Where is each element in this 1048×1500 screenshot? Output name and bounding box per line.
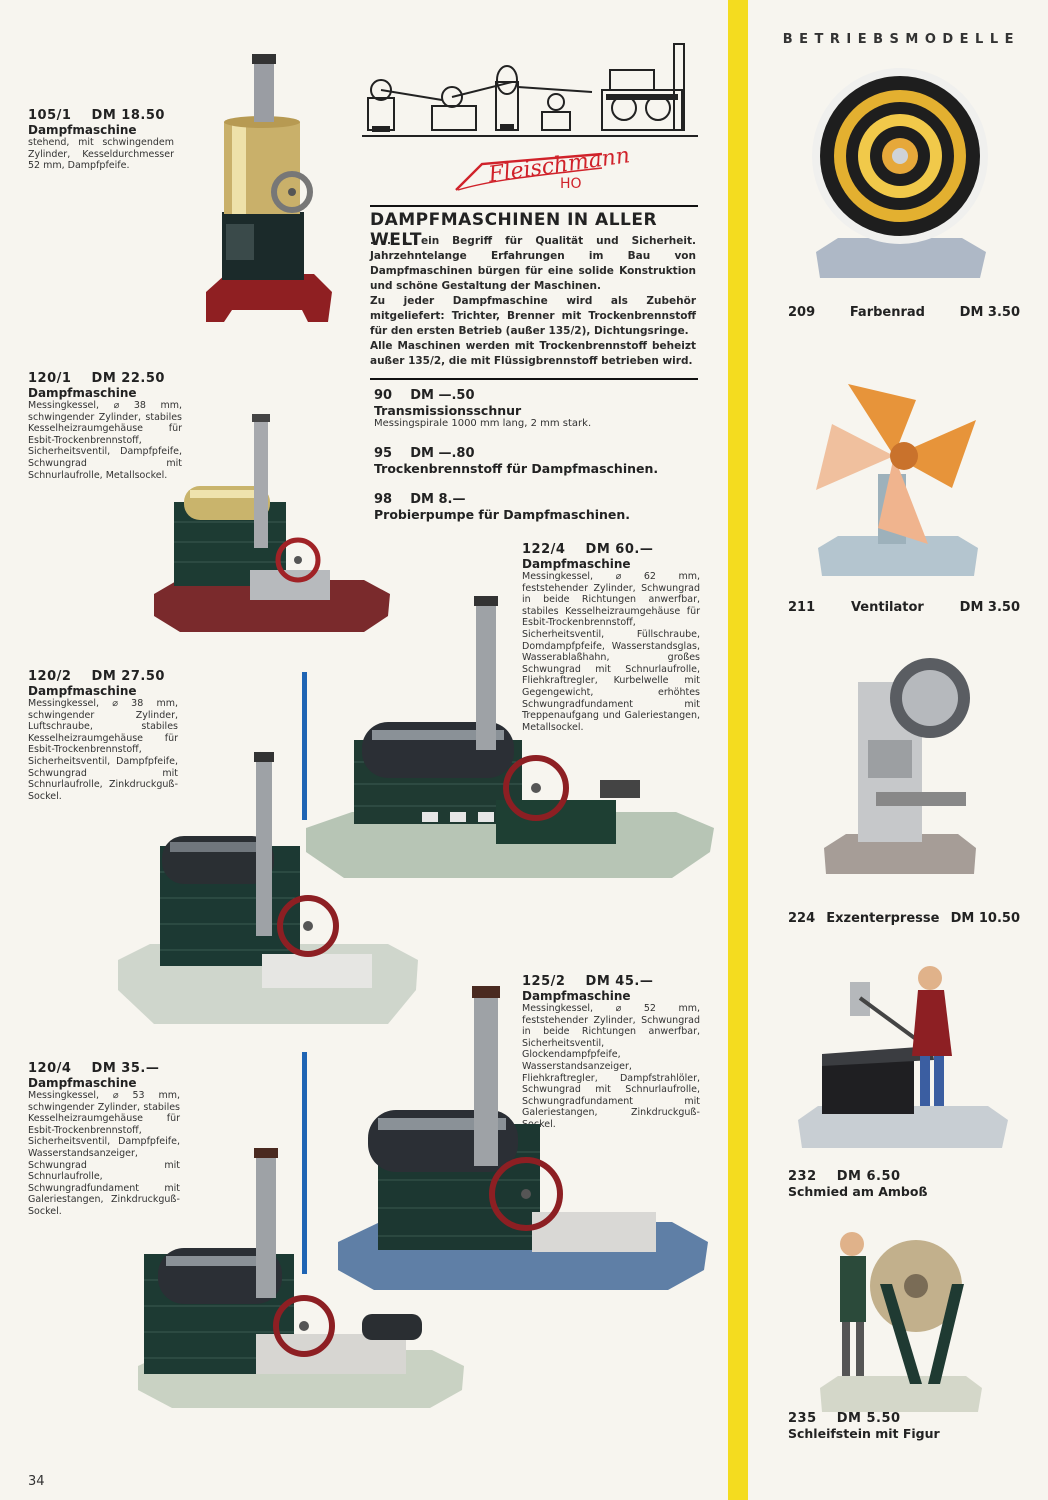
item-number: 120/2	[28, 669, 72, 684]
steam-engine-125-2-image	[338, 986, 708, 1290]
fleischmann-logo	[455, 152, 603, 191]
item-number: 224	[788, 911, 816, 926]
item-title: Farbenrad	[849, 305, 925, 320]
side-model-235: 235 DM 5.50 Schleifstein mit Figur	[788, 1411, 1020, 1441]
item-price: DM 3.50	[959, 600, 1020, 615]
ventilator-image	[816, 384, 978, 576]
item-description: Messingkessel, ⌀ 53 mm, schwingender Zyl…	[28, 1090, 180, 1217]
side-model-209: 209 Farbenrad DM 3.50	[788, 305, 1020, 320]
blue-accent-line	[302, 672, 307, 820]
item-price: DM 8.—	[410, 492, 466, 507]
product-105-1: 105/1 DM 18.50 Dampfmaschine stehend, mi…	[28, 108, 174, 172]
product-120-4: 120/4 DM 35.— Dampfmaschine Messingkesse…	[28, 1061, 180, 1218]
steam-engine-120-1-image	[154, 414, 390, 632]
item-title: Dampfmaschine	[28, 1076, 137, 1090]
item-number: 209	[788, 305, 816, 320]
item-number: 122/4	[522, 542, 566, 557]
item-title: Dampfmaschine	[522, 557, 631, 571]
steam-engine-120-4-image	[138, 1148, 464, 1408]
item-description: Messingkessel, ⌀ 38 mm, schwingender Zyl…	[28, 400, 182, 481]
page-number: 34	[28, 1474, 45, 1489]
heading-rule-top	[370, 205, 698, 207]
item-price: DM —.80	[410, 446, 475, 461]
yellow-divider-bar	[728, 0, 748, 1500]
item-price: DM 3.50	[959, 305, 1020, 320]
side-model-232: 232 DM 6.50 Schmied am Amboß	[788, 1169, 1020, 1199]
item-price: DM 18.50	[91, 108, 165, 123]
heading-rule-bottom	[370, 378, 698, 380]
item-price: DM 27.50	[91, 669, 165, 684]
side-model-211: 211 Ventilator DM 3.50	[788, 600, 1020, 615]
steam-engine-122-4-image	[306, 596, 714, 878]
item-title: Schmied am Amboß	[788, 1184, 928, 1199]
item-title: Schleifstein mit Figur	[788, 1426, 940, 1441]
item-title: Transmissionsschnur	[374, 403, 522, 418]
steam-engine-120-2-image	[118, 752, 418, 1024]
item-number: 125/2	[522, 974, 566, 989]
intro-paragraph: Alle Maschinen werden mit Trockenbrennst…	[370, 340, 696, 367]
item-title: Ventilator	[850, 600, 924, 615]
item-price: DM 6.50	[836, 1169, 901, 1184]
blue-accent-line	[302, 1052, 307, 1274]
item-description: Messingkessel, ⌀ 38 mm, schwingender Zyl…	[28, 698, 178, 802]
accessory-98: 98 DM 8.— Probierpumpe für Dampfmaschine…	[374, 492, 704, 522]
side-model-224: 224 Exzenterpresse DM 10.50	[788, 911, 1020, 926]
brand-scale: HO	[560, 176, 582, 192]
item-description: stehend, mit schwingendem Zylinder, Kess…	[28, 137, 174, 172]
item-title: Dampfmaschine	[28, 386, 137, 400]
farbenrad-image	[812, 68, 988, 278]
accessory-90: 90 DM —.50 Transmissionsschnur Messingsp…	[374, 388, 704, 429]
item-title: Trockenbrennstoff für Dampfmaschinen.	[374, 461, 659, 476]
item-number: 232	[788, 1169, 817, 1184]
item-number: 105/1	[28, 108, 72, 123]
product-120-2: 120/2 DM 27.50 Dampfmaschine Messingkess…	[28, 669, 178, 802]
item-title: Dampfmaschine	[522, 989, 631, 1003]
item-price: DM —.50	[410, 388, 475, 403]
main-heading: DAMPFMASCHINEN IN ALLER WELT	[370, 210, 658, 250]
schmied-image	[798, 966, 1008, 1148]
intro-paragraph: . . . ein Begriff für Qualität und Siche…	[370, 235, 696, 292]
item-description: Messingspirale 1000 mm lang, 2 mm stark.	[374, 418, 592, 429]
item-description: Messingkessel, ⌀ 62 mm, feststehender Zy…	[522, 571, 700, 733]
item-price: DM 45.—	[585, 974, 654, 989]
item-price: DM 5.50	[836, 1411, 901, 1426]
steam-engine-105-1-image	[206, 54, 332, 322]
item-number: 235	[788, 1411, 817, 1426]
product-120-1: 120/1 DM 22.50 Dampfmaschine Messingkess…	[28, 371, 182, 481]
item-price: DM 35.—	[91, 1061, 160, 1076]
item-title: Exzenterpresse	[826, 911, 940, 926]
item-number: 120/1	[28, 371, 72, 386]
item-price: DM 22.50	[91, 371, 165, 386]
item-number: 211	[788, 600, 816, 615]
item-title: Dampfmaschine	[28, 684, 137, 698]
workshop-line-drawing	[362, 43, 698, 137]
accessory-95: 95 DM —.80 Trockenbrennstoff für Dampfma…	[374, 446, 704, 476]
item-number: 120/4	[28, 1061, 72, 1076]
product-122-4: 122/4 DM 60.— Dampfmaschine Messingkesse…	[522, 542, 700, 733]
item-title: Probierpumpe für Dampfmaschinen.	[374, 507, 631, 522]
item-number: 90	[374, 388, 393, 403]
item-price: DM 60.—	[585, 542, 654, 557]
item-number: 95	[374, 446, 393, 461]
exzenterpresse-image	[824, 658, 976, 874]
schleifstein-image	[820, 1232, 982, 1412]
product-125-2: 125/2 DM 45.— Dampfmaschine Messingkesse…	[522, 974, 700, 1131]
section-title: BETRIEBSMODELLE	[782, 32, 1020, 47]
item-description: Messingkessel, ⌀ 52 mm, feststehender Zy…	[522, 1003, 700, 1130]
intro-paragraph: Zu jeder Dampfmaschine wird als Zubehör …	[370, 295, 696, 337]
item-number: 98	[374, 492, 393, 507]
intro-text: . . . ein Begriff für Qualität und Siche…	[370, 234, 696, 369]
item-price: DM 10.50	[950, 911, 1020, 926]
item-title: Dampfmaschine	[28, 123, 137, 137]
